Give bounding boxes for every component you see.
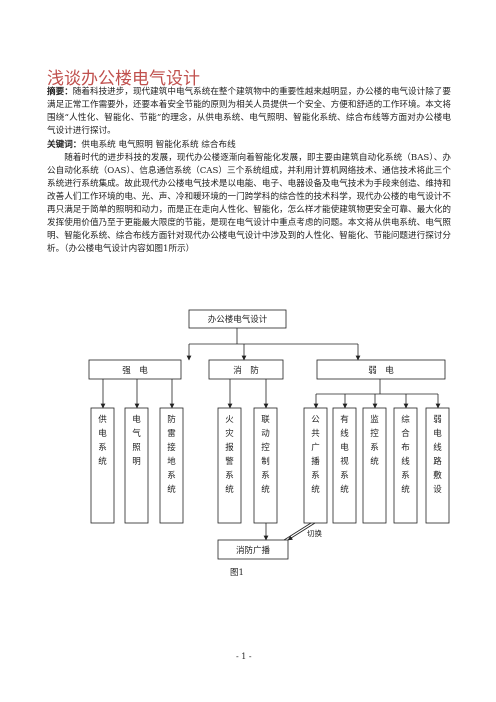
switch-label: 切换: [307, 528, 322, 538]
leaf-labels: 供电系统 电气照明 防雷接地系统 火灾报警系统 联动控制系统 公共广播系统 有线电视系统 监控…: [98, 414, 442, 495]
figure-caption: 图1: [230, 568, 244, 578]
keywords-label: 关键词：: [47, 140, 82, 150]
group-box-weak-current: [316, 359, 446, 380]
leaf-label-4: 火灾报警系统: [225, 415, 234, 495]
system-diagram: 办公楼电气设计 强 电 消 防 弱 电 供电系统 电气照明 防雷接地系统 火灾报警系统…: [88, 309, 450, 578]
leaf-box-2: [124, 407, 149, 524]
leaf-box-4: [217, 407, 242, 524]
leaf-label-5: 联动控制系统: [261, 415, 270, 495]
keywords-paragraph: 关键词：供电系统 电气照明 智能化系统 综合布线: [47, 139, 451, 152]
leaf-box-3: [159, 407, 184, 524]
abstract-label: 摘要：: [47, 87, 73, 97]
abstract-paragraph: 摘要：随着科技进步，现代建筑中电气系统在整个建筑物中的重要性越来越明显，办公楼的…: [47, 86, 451, 138]
leaf-label-10: 弱电线路敷设: [433, 415, 442, 495]
leaf-label-8: 监控系统: [370, 414, 379, 467]
group-label-strong: 强 电: [122, 365, 148, 376]
group-label-weak: 弱 电: [368, 365, 394, 376]
group-box-fire: [208, 359, 284, 380]
leaf-label-1: 供电系统: [98, 414, 107, 467]
leaf-box-10: [425, 407, 450, 524]
leaf-box-9: [393, 407, 418, 524]
abstract-text: 随着科技进步，现代建筑中电气系统在整个建筑物中的重要性越来越明显，办公楼的电气设…: [47, 87, 451, 136]
leaf-box-7: [332, 407, 357, 524]
article-title: 浅谈办公楼电气设计: [47, 69, 200, 89]
leaf-label-2: 电气照明: [132, 414, 141, 467]
leaf-label-6: 公共广播系统: [311, 415, 320, 495]
group-box-strong-current: [88, 359, 182, 380]
leaf-box-8: [362, 407, 387, 524]
leaf-label-7: 有线电视系统: [340, 414, 349, 495]
leaf-label-3: 防雷接地系统: [167, 414, 176, 495]
page-number: - 1 -: [236, 652, 252, 661]
group-label-fire: 消 防: [233, 365, 259, 376]
keywords-text: 供电系统 电气照明 智能化系统 综合布线: [81, 140, 236, 150]
bottom-node-label: 消防广播: [236, 545, 271, 556]
leaf-box-1: [90, 407, 115, 524]
leaf-box-6: [303, 407, 328, 524]
root-node-label: 办公楼电气设计: [208, 314, 268, 325]
leaf-box-5: [253, 407, 278, 524]
leaf-label-9: 综合布线系统: [401, 414, 410, 495]
body-paragraph: 随着时代的进步科技的发展，现代办公楼逐渐向着智能化发展，即主要由建筑自动化系统（…: [47, 153, 451, 254]
bottom-node-box: [217, 539, 289, 560]
root-node-box: [188, 309, 287, 329]
